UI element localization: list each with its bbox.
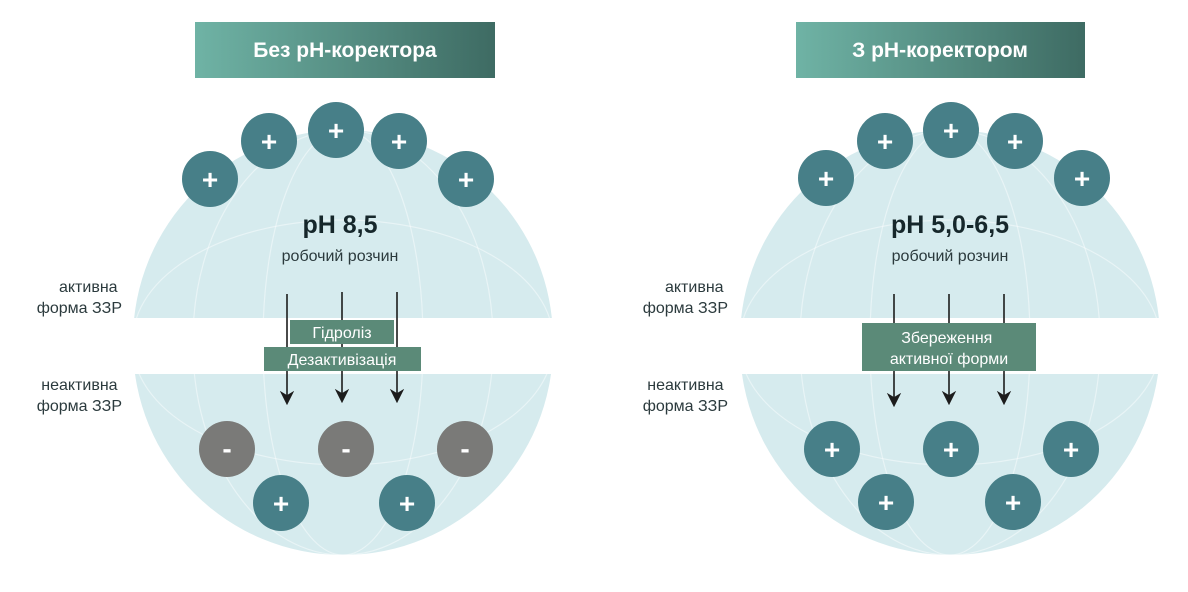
- ion-group-bottom: + + + + +: [804, 421, 1099, 530]
- hydrolysis-label: Гідроліз: [312, 325, 371, 342]
- negative-ion: -: [199, 421, 255, 477]
- plus-icon: +: [1007, 126, 1023, 157]
- active-form-label: активна форма ЗЗР: [643, 279, 728, 317]
- ion-group-bottom: - - - + +: [199, 421, 493, 531]
- plus-icon: +: [261, 126, 277, 157]
- header-title: Без pH-коректора: [253, 39, 437, 62]
- active-form-label: активна форма ЗЗР: [37, 279, 122, 317]
- panel-without-ph-corrector: Без pH-коректора + +: [37, 22, 552, 556]
- plus-icon: +: [878, 487, 894, 518]
- plus-icon: +: [391, 126, 407, 157]
- minus-icon: -: [341, 433, 350, 464]
- positive-ion: +: [253, 475, 309, 531]
- positive-ion: +: [987, 113, 1043, 169]
- plus-icon: +: [458, 164, 474, 195]
- plus-icon: +: [818, 163, 834, 194]
- negative-ion: -: [437, 421, 493, 477]
- positive-ion: +: [923, 421, 979, 477]
- positive-ion: +: [371, 113, 427, 169]
- ph-value: pH 5,0-6,5: [891, 211, 1009, 239]
- inactive-form-label: неактивна форма ЗЗР: [37, 377, 122, 415]
- negative-ion: -: [318, 421, 374, 477]
- hydrolysis-box: [290, 320, 394, 344]
- positive-ion: +: [985, 474, 1041, 530]
- plus-icon: +: [1063, 434, 1079, 465]
- positive-ion: +: [308, 102, 364, 158]
- minus-icon: -: [460, 433, 469, 464]
- header-title: З pH-коректором: [852, 39, 1028, 62]
- positive-ion: +: [804, 421, 860, 477]
- positive-ion: +: [923, 102, 979, 158]
- plus-icon: +: [1074, 163, 1090, 194]
- inactive-form-label: неактивна форма ЗЗР: [643, 377, 728, 415]
- positive-ion: +: [241, 113, 297, 169]
- preservation-label: Збереження активної форми: [890, 330, 1008, 368]
- plus-icon: +: [877, 126, 893, 157]
- header-box: [195, 22, 495, 78]
- plus-icon: +: [943, 115, 959, 146]
- positive-ion: +: [857, 113, 913, 169]
- plus-icon: +: [1005, 487, 1021, 518]
- deactivation-label: Дезактивізація: [288, 352, 397, 369]
- header-box: [796, 22, 1085, 78]
- positive-ion: +: [379, 475, 435, 531]
- plus-icon: +: [328, 115, 344, 146]
- ion-group-top: + + + + +: [182, 102, 494, 207]
- preservation-box: [862, 323, 1036, 371]
- minus-icon: -: [222, 433, 231, 464]
- panel-with-ph-corrector: З pH-коректором + + +: [643, 22, 1159, 556]
- ion-group-top: + + + + +: [798, 102, 1110, 206]
- plus-icon: +: [943, 434, 959, 465]
- positive-ion: +: [438, 151, 494, 207]
- positive-ion: +: [182, 151, 238, 207]
- deactivation-box: [264, 347, 421, 371]
- plus-icon: +: [273, 488, 289, 519]
- positive-ion: +: [858, 474, 914, 530]
- positive-ion: +: [1054, 150, 1110, 206]
- plus-icon: +: [202, 164, 218, 195]
- plus-icon: +: [824, 434, 840, 465]
- ph-value: pH 8,5: [302, 211, 377, 239]
- plus-icon: +: [399, 488, 415, 519]
- solution-label: робочий розчин: [892, 248, 1009, 265]
- positive-ion: +: [798, 150, 854, 206]
- solution-label: робочий розчин: [282, 248, 399, 265]
- positive-ion: +: [1043, 421, 1099, 477]
